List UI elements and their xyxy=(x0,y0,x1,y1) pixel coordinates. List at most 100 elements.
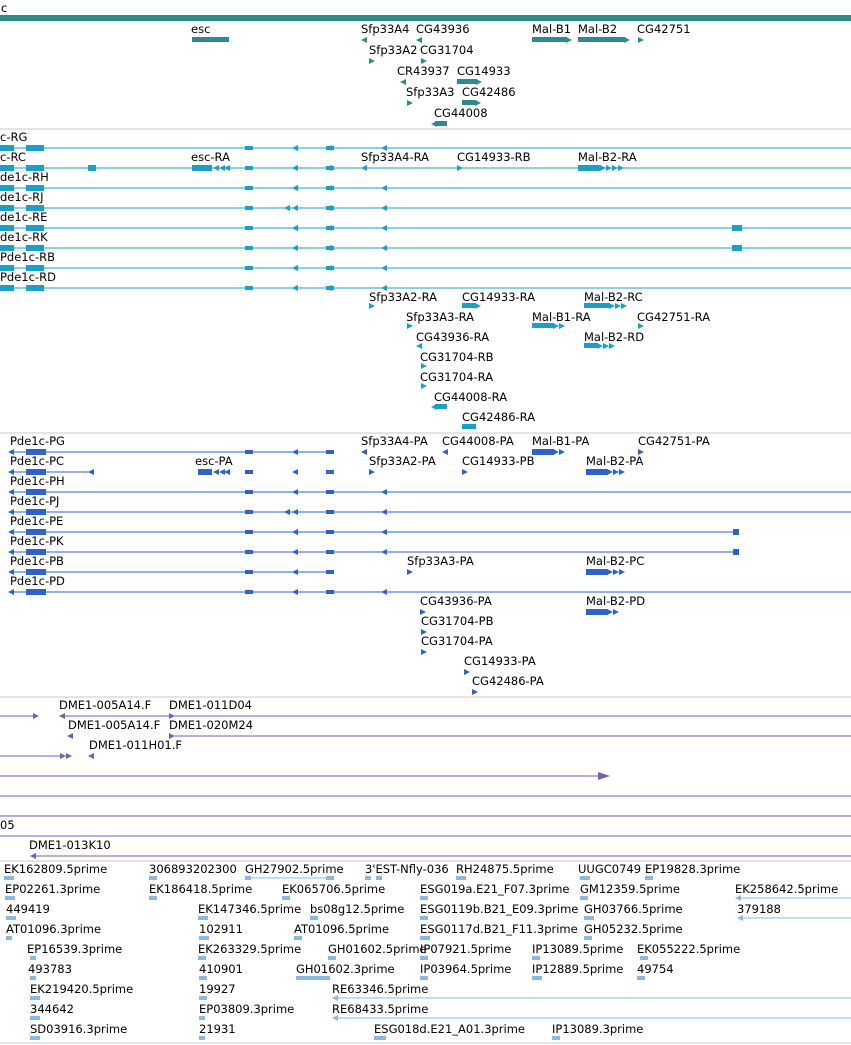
strand-arrow-right[interactable] xyxy=(476,79,482,85)
clone-label[interactable]: DME1-011D04 xyxy=(169,698,252,712)
est-label[interactable]: SD03916.3prime xyxy=(30,1022,128,1036)
strand-arrow-left[interactable] xyxy=(292,589,298,595)
clone-end-arrow[interactable] xyxy=(33,713,39,719)
cds-block[interactable] xyxy=(326,450,334,454)
protein-label[interactable]: Pde1c-PK xyxy=(10,534,64,548)
est-block[interactable] xyxy=(420,956,428,960)
clone-end-arrow[interactable] xyxy=(598,772,610,780)
gene-glyph-sfp33a2[interactable] xyxy=(369,58,375,64)
est-block[interactable] xyxy=(4,876,14,880)
exon-block[interactable] xyxy=(732,225,742,231)
protein-label[interactable]: CG14933-PA xyxy=(464,654,536,668)
protein-label[interactable]: Pde1c-PH xyxy=(10,474,65,488)
est-label[interactable]: IP03964.5prime xyxy=(420,962,512,976)
est-block[interactable] xyxy=(532,956,540,960)
strand-arrow-left[interactable] xyxy=(381,265,387,271)
exon-block[interactable] xyxy=(532,323,554,328)
est-block[interactable] xyxy=(645,876,653,880)
gene-glyph-cg44008[interactable] xyxy=(435,121,447,126)
gene-glyph-cg43936[interactable] xyxy=(416,37,422,43)
clone-end-arrow[interactable] xyxy=(169,733,175,739)
scaffold-bar[interactable] xyxy=(0,15,851,21)
protein-label[interactable]: Pde1c-PJ xyxy=(10,494,60,508)
est-label[interactable]: 379188 xyxy=(737,902,781,916)
est-block[interactable] xyxy=(584,936,592,940)
est-block[interactable] xyxy=(5,896,15,900)
exon-block[interactable] xyxy=(88,165,96,171)
exon-block[interactable] xyxy=(326,206,334,210)
est-label[interactable]: RH24875.5prime xyxy=(456,862,554,876)
est-label[interactable]: GH03766.5prime xyxy=(584,902,683,916)
exon-block[interactable] xyxy=(0,265,14,271)
strand-arrow-left[interactable] xyxy=(292,449,298,455)
strand-arrow-left[interactable] xyxy=(361,449,367,455)
gene-label[interactable]: CG14933 xyxy=(457,64,511,78)
strand-arrow-left[interactable] xyxy=(224,469,230,475)
protein-label[interactable]: Pde1c-PB xyxy=(10,554,64,568)
cds-block[interactable] xyxy=(26,449,46,455)
strand-arrow-left[interactable] xyxy=(381,489,387,495)
est-block[interactable] xyxy=(199,1016,205,1020)
gene-label[interactable]: CR43937 xyxy=(397,64,450,78)
cds-block[interactable] xyxy=(26,549,46,555)
est-block[interactable] xyxy=(149,896,157,900)
transcript-label[interactable]: CG14933-RB xyxy=(457,150,531,164)
transcript-label[interactable]: Sfp33A4-RA xyxy=(361,150,430,164)
exon-block[interactable] xyxy=(245,146,253,150)
est-label[interactable]: GH01602.5prime xyxy=(328,942,427,956)
exon-block[interactable] xyxy=(245,246,253,250)
strand-arrow-right[interactable] xyxy=(421,363,427,369)
est-block[interactable] xyxy=(584,916,594,920)
est-label[interactable]: 344642 xyxy=(30,1002,74,1016)
est-block[interactable] xyxy=(6,936,12,940)
est-label[interactable]: GM12359.5prime xyxy=(580,882,680,896)
protein-label[interactable]: esc-PA xyxy=(195,454,233,468)
strand-arrow-right[interactable] xyxy=(475,303,481,309)
est-label[interactable]: 102911 xyxy=(199,922,243,936)
exon-block[interactable] xyxy=(0,205,14,211)
strand-arrow-right[interactable] xyxy=(607,609,613,615)
gene-glyph-sfp33a3[interactable] xyxy=(407,100,413,106)
protein-label[interactable]: Pde1c-PD xyxy=(10,574,65,588)
protein-label[interactable]: Pde1c-PC xyxy=(10,454,65,468)
strand-arrow-left[interactable] xyxy=(292,469,298,475)
strand-arrow-left[interactable] xyxy=(8,529,14,535)
gene-label[interactable]: Mal-B2 xyxy=(578,22,618,36)
est-block[interactable] xyxy=(282,896,290,900)
est-label[interactable]: 410901 xyxy=(199,962,243,976)
strand-arrow-right[interactable] xyxy=(603,343,609,349)
strand-arrow-left[interactable] xyxy=(213,469,219,475)
est-block[interactable] xyxy=(199,996,207,1000)
strand-arrow-right[interactable] xyxy=(457,165,463,171)
est-block[interactable] xyxy=(296,976,330,980)
clone-end-arrow[interactable] xyxy=(67,733,73,739)
cds-block[interactable] xyxy=(26,489,46,495)
strand-arrow-left[interactable] xyxy=(381,529,387,535)
strand-arrow-right[interactable] xyxy=(464,669,470,675)
strand-arrow-left[interactable] xyxy=(381,589,387,595)
est-block[interactable] xyxy=(30,1036,40,1040)
est-label[interactable]: RE63346.5prime xyxy=(332,982,429,996)
est-label[interactable]: EK258642.5prime xyxy=(735,882,839,896)
est-label[interactable]: 306893202300 xyxy=(149,862,237,876)
cds-block[interactable] xyxy=(245,450,253,454)
strand-arrow-right[interactable] xyxy=(612,165,618,171)
est-block[interactable] xyxy=(6,916,16,920)
exon-block[interactable] xyxy=(245,206,253,210)
exon-block[interactable] xyxy=(245,266,253,270)
exon-block[interactable] xyxy=(192,165,212,171)
strand-arrow-right[interactable] xyxy=(559,323,565,329)
exon-block[interactable] xyxy=(462,424,476,429)
protein-label[interactable]: CG44008-PA xyxy=(442,434,514,448)
est-block[interactable] xyxy=(637,976,645,980)
strand-arrow-left[interactable] xyxy=(381,509,387,515)
strand-arrow-left[interactable] xyxy=(381,205,387,211)
exon-block[interactable] xyxy=(0,285,14,291)
clone-label[interactable]: DME1-005A14.F xyxy=(59,698,152,712)
est-block[interactable] xyxy=(199,936,209,940)
est-label[interactable]: IP07921.5prime xyxy=(420,942,512,956)
cds-block[interactable] xyxy=(326,490,334,494)
gene-glyph-cg42751[interactable] xyxy=(638,37,644,43)
exon-block[interactable] xyxy=(26,185,44,191)
strand-arrow-left[interactable] xyxy=(219,469,225,475)
